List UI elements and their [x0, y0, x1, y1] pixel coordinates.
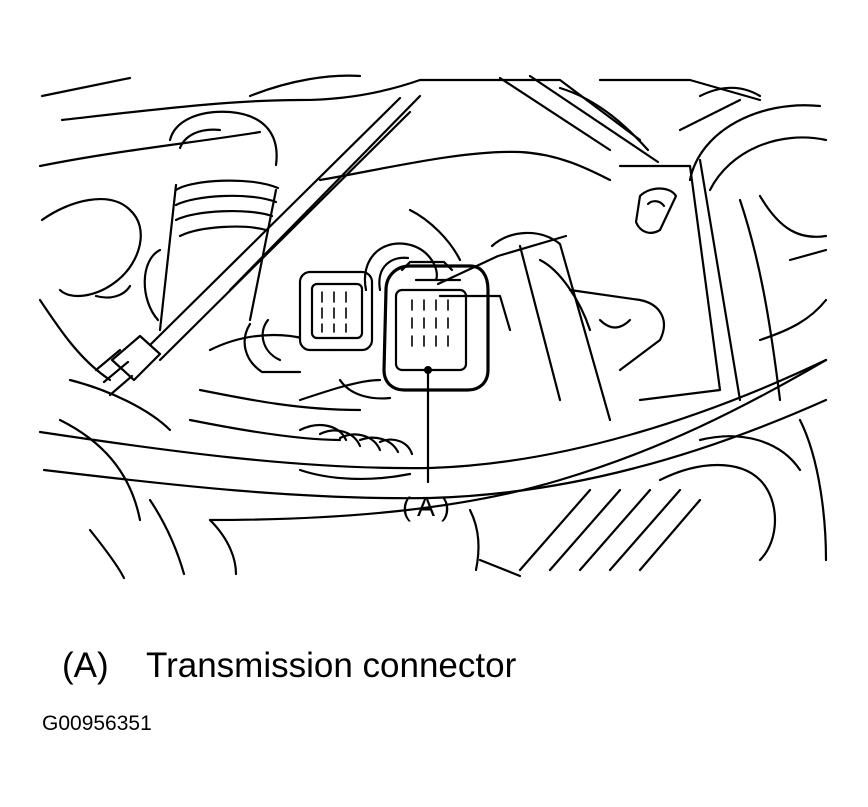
- legend: (A) Transmission connector: [62, 648, 516, 683]
- corrugated-tube: [298, 423, 414, 480]
- round-housing-right: [678, 86, 828, 402]
- engine-bay-illustration: [38, 74, 828, 580]
- wiring-harness-right: [436, 231, 666, 422]
- hose-loop: [363, 208, 462, 292]
- figure-id: G00956351: [42, 712, 152, 735]
- central-housing: [188, 318, 392, 442]
- lower-left-lines: [148, 498, 522, 578]
- callout-leader: [424, 366, 432, 484]
- upper-left-body-lines: [38, 74, 422, 168]
- transmission-connector: [382, 260, 490, 392]
- pipe-fitting-left: [58, 334, 172, 580]
- callout-label-a: (A): [402, 492, 456, 522]
- lower-crossbar: [38, 358, 828, 522]
- left-bracket: [38, 198, 142, 382]
- mating-connector: [298, 270, 374, 352]
- legend-key: (A): [62, 646, 109, 685]
- wiring-harness-left: [143, 110, 280, 332]
- right-bracket-plate: [618, 164, 722, 402]
- lower-right-ribs: [518, 418, 828, 572]
- legend-description: Transmission connector: [146, 646, 517, 685]
- upper-frame-lines: [318, 74, 762, 182]
